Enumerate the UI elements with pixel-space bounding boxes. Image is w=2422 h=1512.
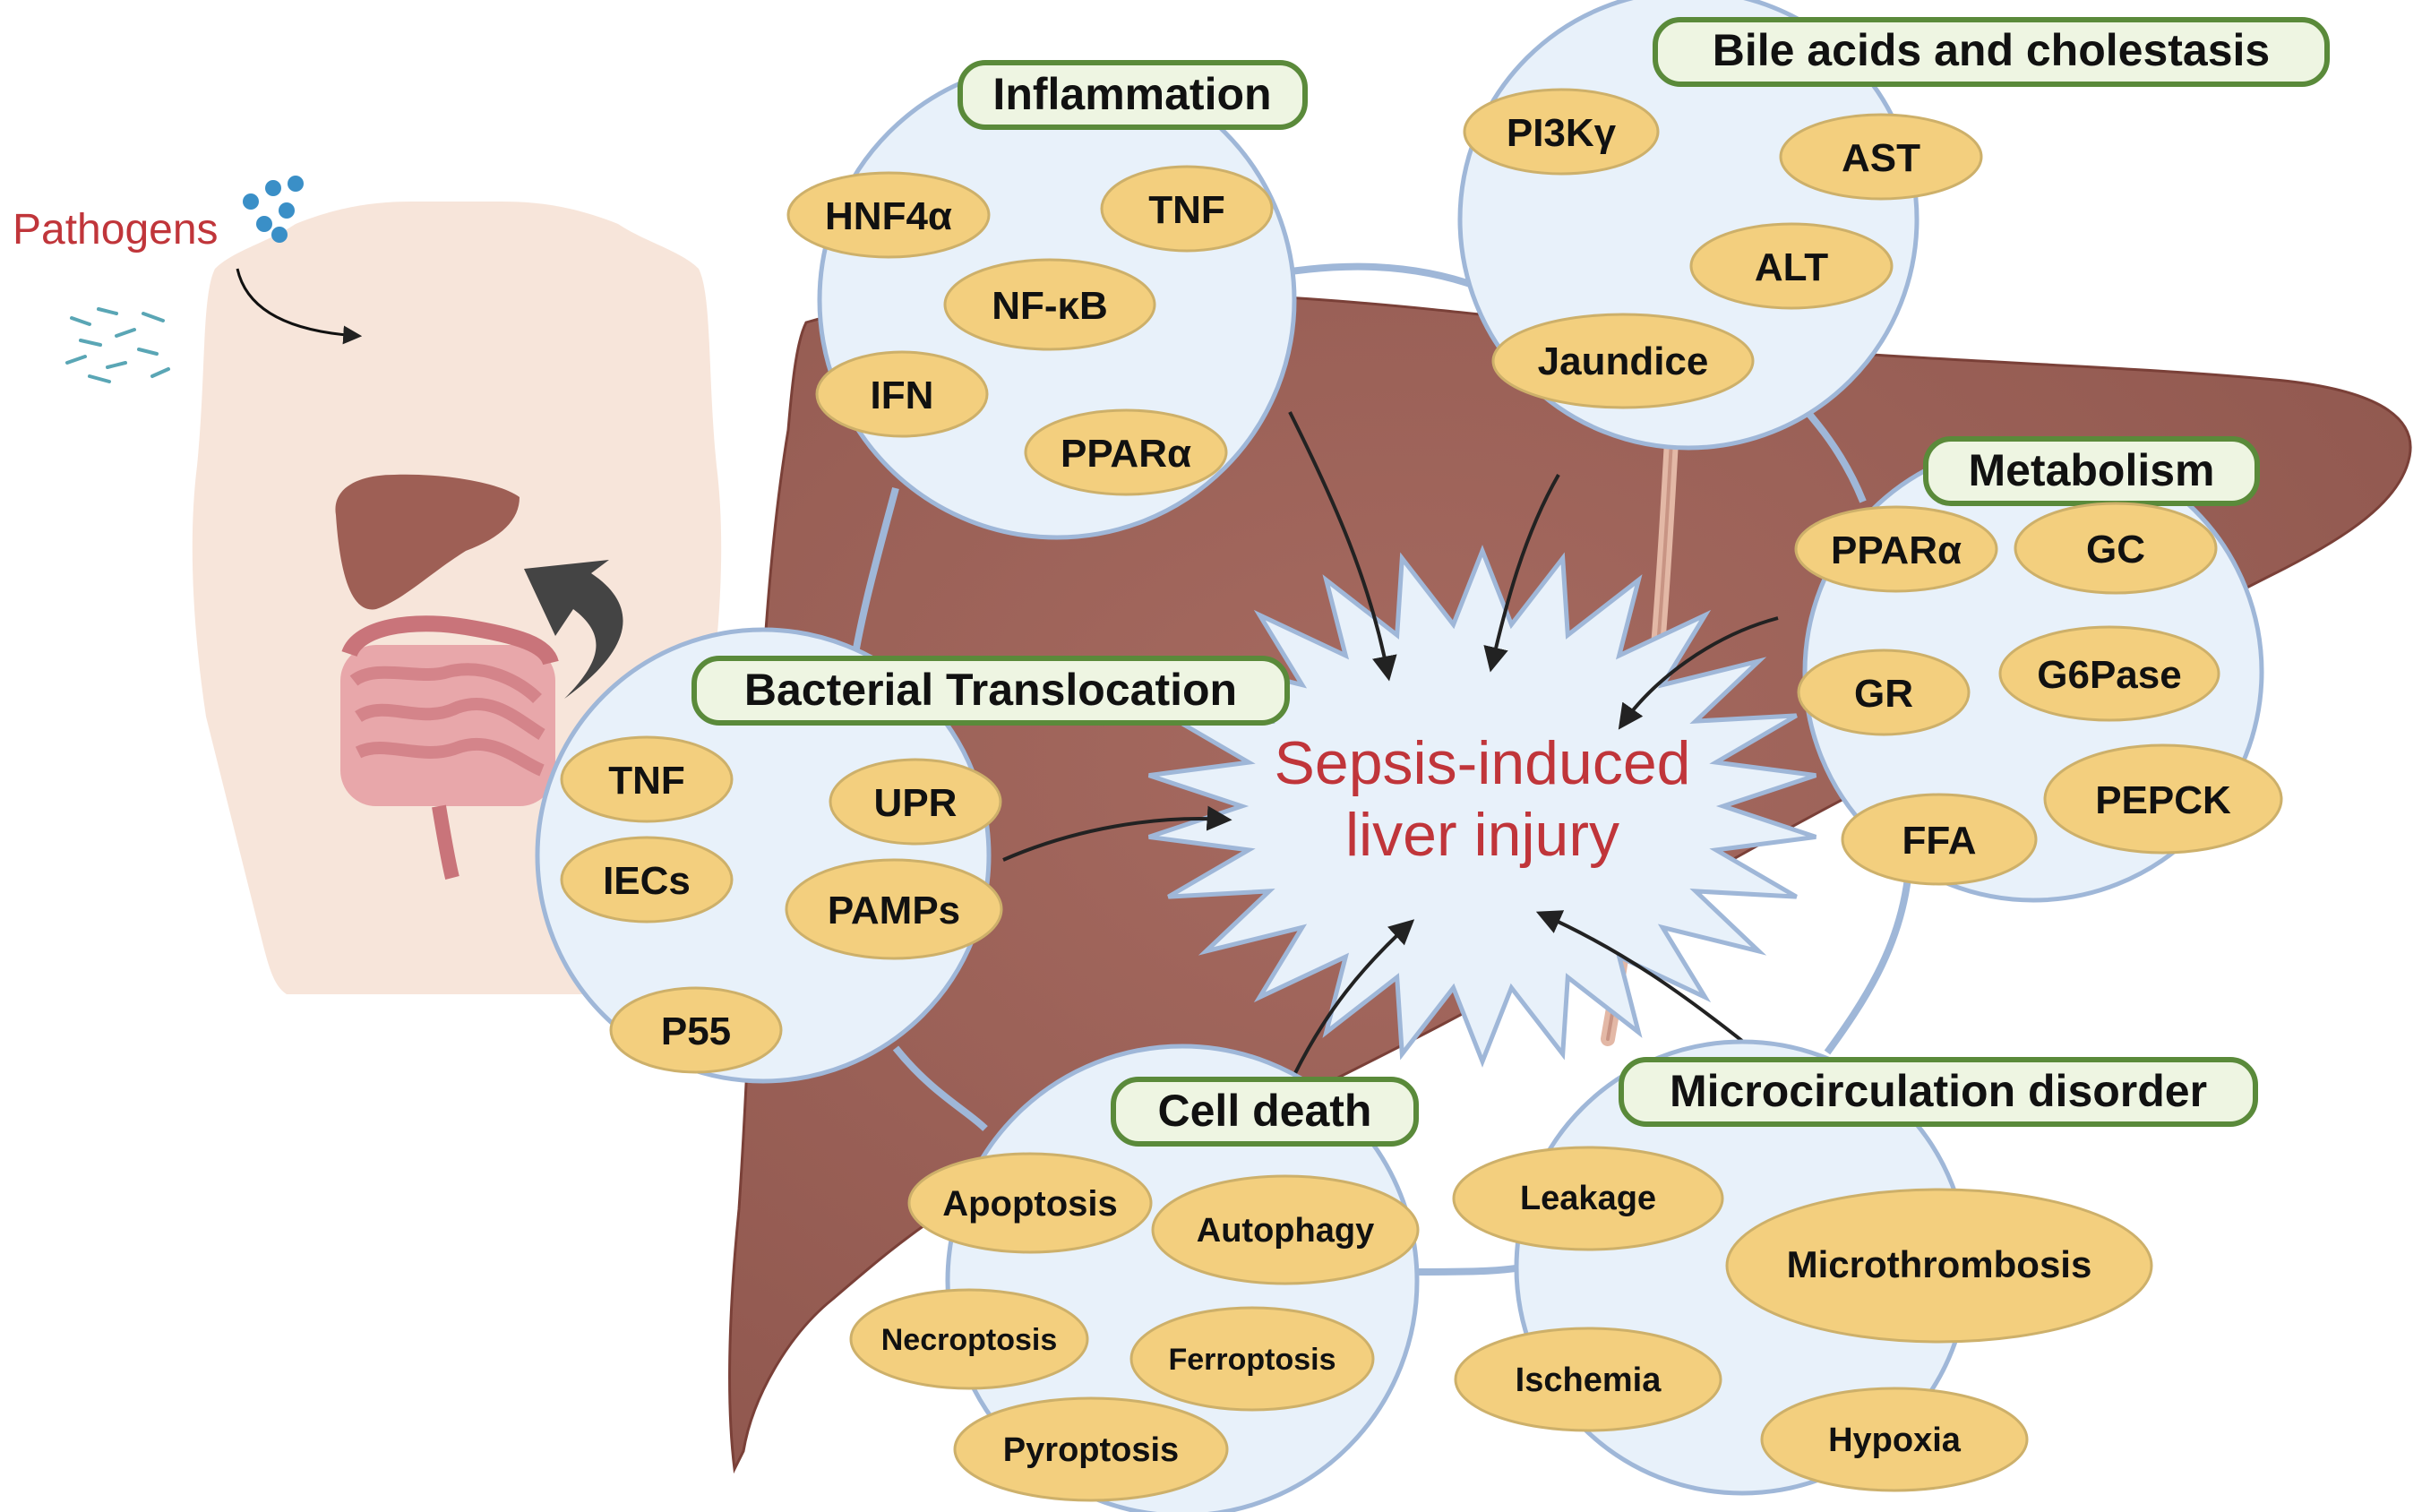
svg-text:FFA: FFA — [1902, 819, 1976, 863]
svg-text:Necroptosis: Necroptosis — [881, 1323, 1058, 1357]
svg-text:Ischemia: Ischemia — [1516, 1362, 1662, 1399]
svg-text:NF-κB: NF-κB — [992, 284, 1108, 328]
pathogen-icons — [65, 176, 304, 383]
body-liver — [335, 474, 520, 610]
micro-label-box — [1619, 1057, 2258, 1127]
pill-hypoxia: Hypoxia — [1760, 1387, 2029, 1492]
svg-text:Autophagy: Autophagy — [1197, 1212, 1374, 1250]
svg-text:PPARα: PPARα — [1831, 528, 1962, 572]
svg-text:PEPCK: PEPCK — [2095, 778, 2231, 822]
svg-text:PI3Kγ: PI3Kγ — [1507, 111, 1617, 155]
arrow-from-micro — [1535, 910, 1753, 1050]
svg-text:PPARα: PPARα — [1061, 432, 1191, 476]
pill-g6pase: G6Pase — [1998, 625, 2220, 722]
svg-text:IFN: IFN — [871, 374, 934, 417]
arrow-from-celldeath — [1293, 919, 1415, 1076]
svg-text:Leakage: Leakage — [1520, 1180, 1656, 1217]
pill-pi3kg: PI3Kγ — [1463, 88, 1660, 176]
svg-text:Hypoxia: Hypoxia — [1828, 1422, 1962, 1459]
svg-text:PAMPs: PAMPs — [828, 889, 960, 932]
pill-ppara-inflammation: PPARα — [1024, 408, 1228, 496]
pill-iecs: IECs — [560, 836, 734, 924]
pill-ast: AST — [1779, 113, 1983, 201]
pill-jaundice: Jaundice — [1491, 313, 1755, 409]
svg-text:UPR: UPR — [874, 781, 958, 825]
pill-microthrombosis: Microthrombosis — [1725, 1188, 2153, 1344]
pill-tnf-inflammation: TNF — [1100, 165, 1274, 253]
svg-text:Ferroptosis: Ferroptosis — [1168, 1343, 1336, 1377]
metabolism-title: Metabolism — [1968, 445, 2214, 495]
pill-gc: GC — [2014, 502, 2218, 595]
pill-tnf-bacterial: TNF — [560, 735, 734, 823]
micro-title: Microcirculation disorder — [1670, 1066, 2207, 1116]
pill-ifn: IFN — [815, 350, 989, 438]
svg-text:AST: AST — [1842, 136, 1920, 180]
svg-text:TNF: TNF — [608, 759, 685, 803]
svg-text:Jaundice: Jaundice — [1538, 339, 1709, 383]
svg-text:Microthrombosis: Microthrombosis — [1787, 1243, 2092, 1285]
bacterial-title: Bacterial Translocation — [744, 665, 1237, 715]
svg-text:Pyroptosis: Pyroptosis — [1003, 1431, 1179, 1469]
pill-ischemia: Ischemia — [1454, 1327, 1722, 1432]
svg-text:HNF4α: HNF4α — [825, 194, 952, 238]
pill-apoptosis: Apoptosis — [907, 1152, 1153, 1254]
svg-text:IECs: IECs — [603, 859, 691, 903]
body-intestines — [340, 615, 559, 880]
group-micro: Microcirculation disorder Leakage Microt… — [1452, 1039, 2258, 1496]
group-bacterial: Bacterial Translocation TNF UPR IECs PAM… — [535, 627, 1290, 1084]
pill-upr: UPR — [829, 758, 1002, 846]
pill-ferroptosis: Ferroptosis — [1129, 1306, 1375, 1412]
pill-ppara-metabolism: PPARα — [1794, 505, 1998, 593]
group-metabolism: Metabolism PPARα GC GR G6Pase PEPCK FFA — [1794, 436, 2283, 903]
arrow-from-metabolism — [1618, 616, 1779, 730]
pill-alt: ALT — [1689, 222, 1894, 310]
celldeath-title: Cell death — [1158, 1086, 1372, 1136]
pathogens-label: Pathogens — [13, 206, 219, 253]
arrow-from-bacterial — [1002, 805, 1232, 862]
arrow-from-bile — [1483, 474, 1560, 673]
pill-necroptosis: Necroptosis — [849, 1288, 1089, 1390]
pill-pyroptosis: Pyroptosis — [953, 1396, 1229, 1502]
bacterial-label-box — [691, 656, 1290, 726]
svg-text:P55: P55 — [661, 1009, 731, 1053]
pill-leakage: Leakage — [1452, 1146, 1724, 1251]
group-inflammation: Inflammation HNF4α TNF NF-κB IFN PPARα — [786, 60, 1308, 540]
svg-text:ALT: ALT — [1755, 245, 1828, 289]
pathogen-entry-arrow — [236, 268, 363, 345]
svg-text:GR: GR — [1854, 672, 1913, 716]
pill-ffa: FFA — [1841, 793, 2038, 886]
inflammation-title: Inflammation — [992, 69, 1271, 119]
pill-p55: P55 — [609, 986, 783, 1074]
pill-gr: GR — [1797, 649, 1971, 736]
svg-text:GC: GC — [2086, 528, 2145, 571]
group-bile: Bile acids and cholestasis PI3Kγ AST ALT… — [1457, 0, 2330, 451]
bile-title: Bile acids and cholestasis — [1713, 25, 2271, 75]
pill-hnf4a: HNF4α — [786, 171, 991, 259]
translocation-arrow — [524, 560, 623, 699]
pill-autophagy: Autophagy — [1151, 1174, 1420, 1285]
bile-label-box — [1653, 17, 2330, 87]
pill-nfkb: NF-κB — [943, 258, 1156, 351]
group-celldeath: Cell death Apoptosis Autophagy Necroptos… — [849, 1044, 1420, 1512]
svg-text:TNF: TNF — [1148, 188, 1225, 232]
svg-text:G6Pase: G6Pase — [2037, 653, 2181, 697]
svg-text:Apoptosis: Apoptosis — [942, 1184, 1118, 1224]
center-text-line1: Sepsis-induced — [1275, 729, 1691, 797]
inflammation-label-box — [958, 60, 1308, 130]
pill-pamps: PAMPs — [785, 858, 1003, 960]
arrows-to-center — [1002, 411, 1779, 1076]
arrow-from-inflammation — [1288, 411, 1397, 682]
center-starburst: Sepsis-induced liver injury — [1147, 545, 1817, 1068]
celldeath-label-box — [1111, 1077, 1419, 1147]
pill-pepck: PEPCK — [2043, 743, 2283, 855]
center-text-line2: liver injury — [1345, 801, 1619, 869]
